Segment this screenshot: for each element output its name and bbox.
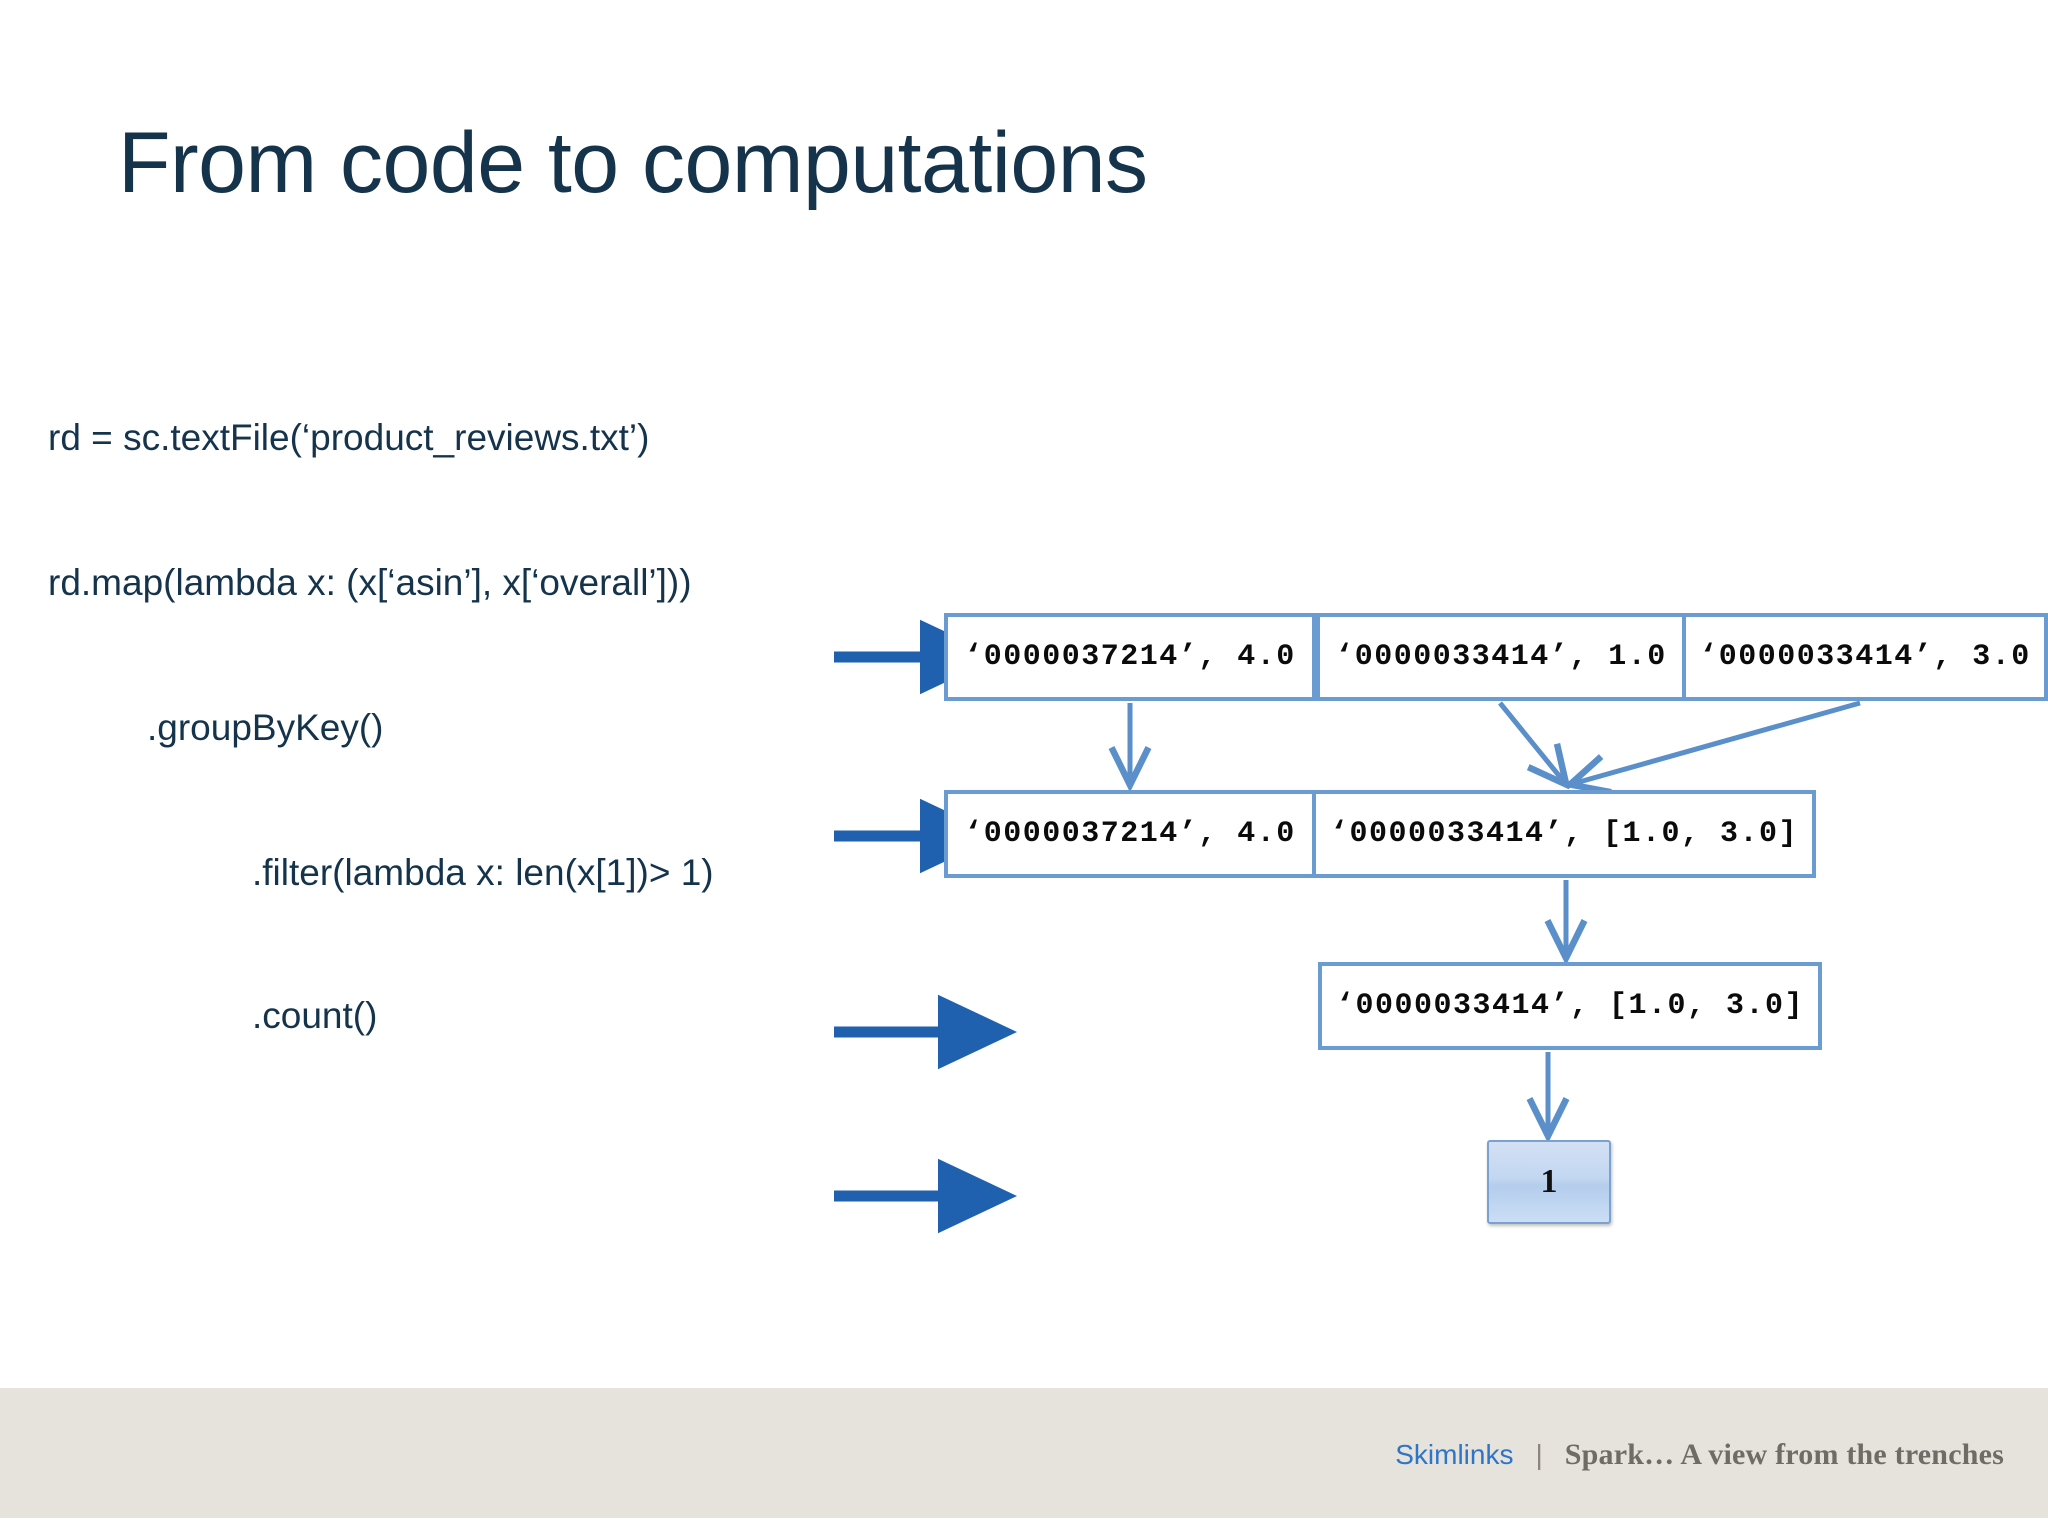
code-line-textfile: rd = sc.textFile(‘product_reviews.txt’)	[48, 417, 650, 458]
footer: Skimlinks | Spark… A view from the trenc…	[1395, 1438, 2004, 1472]
data-box-row2-col1: ‘0000037214’, 4.0	[944, 790, 1316, 878]
data-box-row1-col2: ‘0000033414’, 1.0	[1316, 613, 1686, 701]
code-line-filter: .filter(lambda x: len(x[1])> 1)	[252, 852, 714, 893]
code-line-map: rd.map(lambda x: (x[‘asin’], x[‘overall’…	[48, 562, 692, 603]
footer-deck-title: Spark… A view from the trenches	[1564, 1438, 2004, 1471]
code-line-count: .count()	[252, 995, 378, 1036]
stage-arrow-group	[834, 619, 1017, 1234]
data-box-row1-col1: ‘0000037214’, 4.0	[944, 613, 1316, 701]
data-box-row1-col3: ‘0000033414’, 3.0	[1682, 613, 2048, 701]
data-box-row3-col1: ‘0000033414’, [1.0, 3.0]	[1318, 962, 1822, 1050]
footer-bar	[0, 1388, 2048, 1518]
page-title: From code to computations	[118, 115, 1148, 211]
data-box-row2-col2: ‘0000033414’, [1.0, 3.0]	[1312, 790, 1816, 878]
data-box-result-count: 1	[1487, 1140, 1611, 1224]
footer-separator: |	[1535, 1439, 1543, 1470]
code-line-groupbykey: .groupByKey()	[147, 707, 384, 748]
connector-group	[1130, 700, 1861, 1134]
footer-brand-skimlinks: Skimlinks	[1395, 1439, 1514, 1470]
